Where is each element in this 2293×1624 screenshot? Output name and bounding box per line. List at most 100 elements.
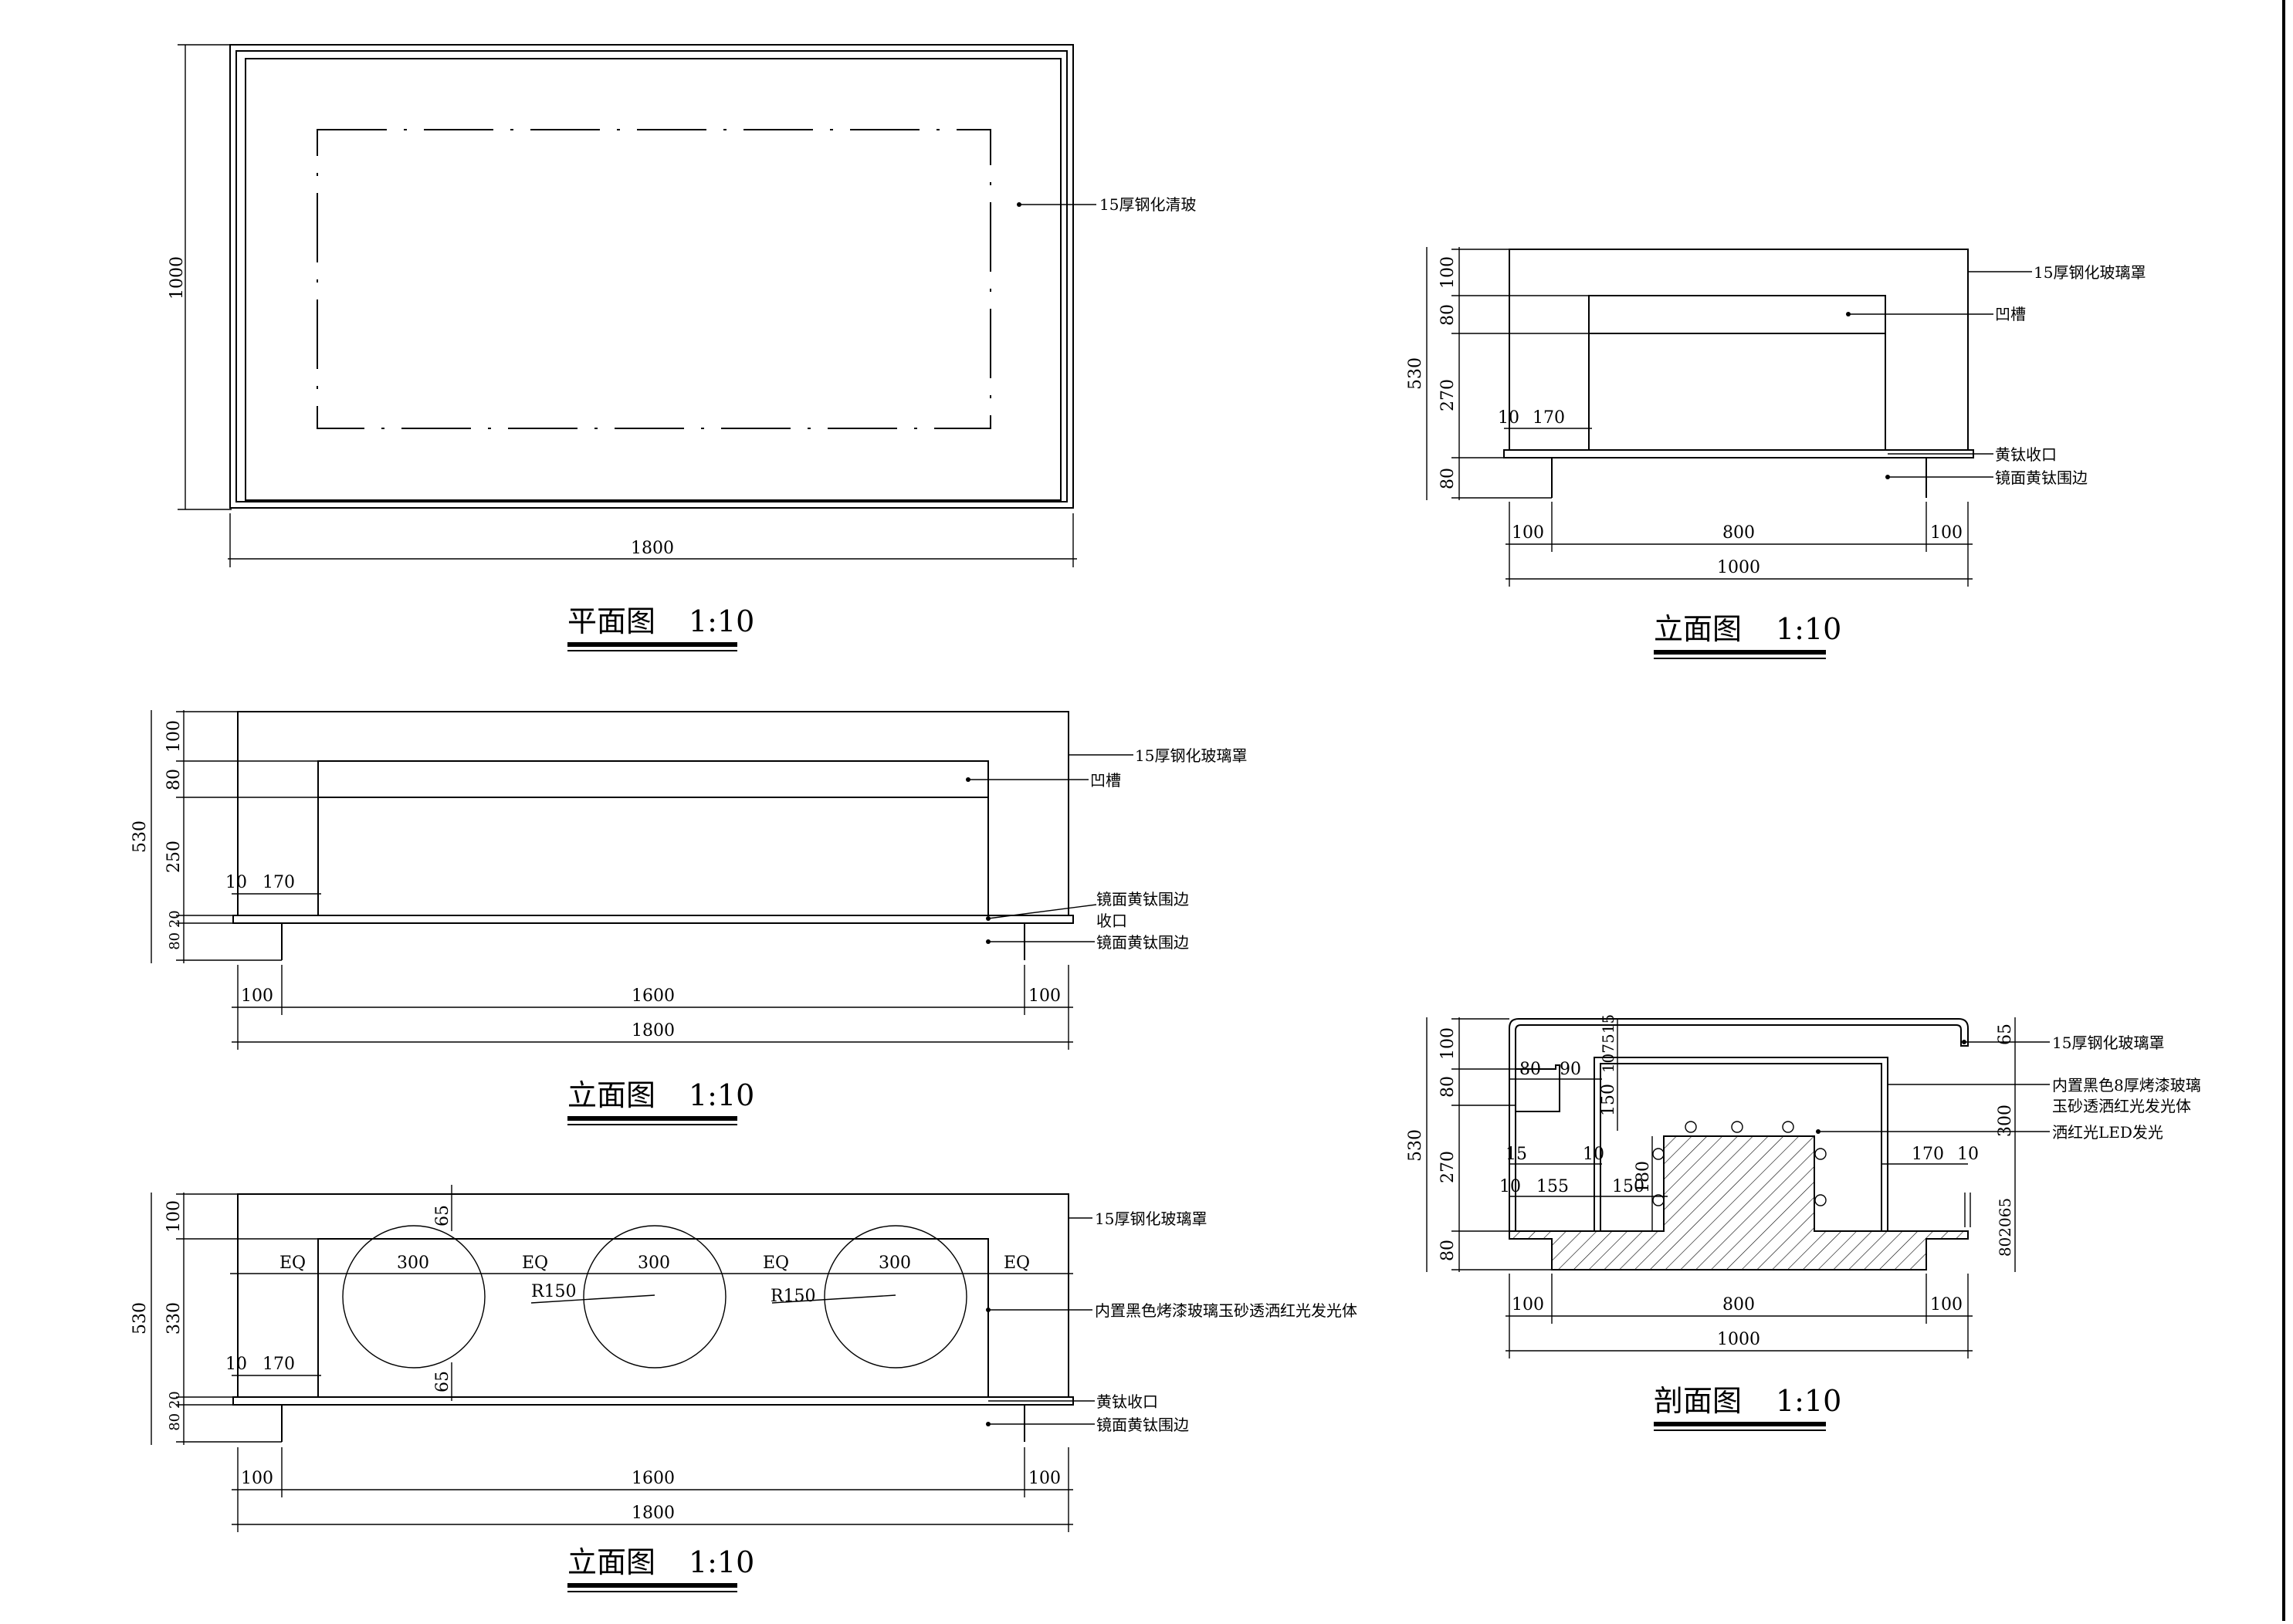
plan-dim-width: 1800 [631, 539, 674, 558]
es-label-trim: 黄钛收口 [1995, 445, 2057, 464]
es-scale: 1:10 [1776, 612, 1841, 646]
es-dim-80b: 80 [1438, 468, 1458, 489]
es-label-edge: 镜面黄钛围边 [1995, 469, 2088, 487]
sc-dim-10a: 10 [1583, 1145, 1604, 1164]
sc-dim-100r: 100 [1930, 1295, 1963, 1314]
es-dim-100r: 100 [1930, 523, 1963, 543]
es-dim-10: 10 [1498, 408, 1519, 428]
sc-dim-10c: 10 [1957, 1145, 1979, 1164]
led-marker [1652, 1194, 1665, 1206]
ec-title: 立面图 [567, 1545, 655, 1579]
ec-circle-1 [342, 1225, 486, 1369]
es-dim-total: 530 [1406, 357, 1425, 390]
sc-dim-802065: 802065 [1996, 1198, 2014, 1257]
ec-scale: 1:10 [689, 1545, 754, 1579]
ec-dim-100r: 100 [1028, 1469, 1061, 1488]
plan-label-glass: 15厚钢化清玻 [1099, 195, 1196, 214]
ec-inner-recess [317, 1238, 989, 1397]
es-dim-100: 100 [1438, 256, 1458, 289]
ec-dim-300-3: 300 [879, 1254, 911, 1273]
es-dim-80a: 80 [1438, 304, 1458, 326]
es-dim-170: 170 [1533, 408, 1565, 428]
es-label-glass: 15厚钢化玻璃罩 [2034, 263, 2146, 282]
sc-dim-150: 150 [1612, 1177, 1644, 1196]
el-label-groove: 凹槽 [1090, 771, 1121, 790]
elevation-large-view: 100 80 250 80 20 530 10 170 100 1600 100… [130, 710, 1247, 1125]
sc-dim-270: 270 [1438, 1151, 1458, 1183]
ec-dim-eq-3: EQ [763, 1254, 789, 1273]
el-label-edge1: 镜面黄钛围边 [1096, 890, 1189, 908]
el-label-edge2: 镜面黄钛围边 [1096, 933, 1189, 952]
sc-dim-100l: 100 [1512, 1295, 1544, 1314]
plan-view: 15厚钢化清玻 1000 1800 平面图 1:10 [168, 44, 1196, 651]
ec-dim-10: 10 [225, 1355, 247, 1374]
el-dim-100l: 100 [241, 986, 273, 1006]
es-dim-800: 800 [1722, 523, 1755, 543]
sc-label-glass: 15厚钢化玻璃罩 [2052, 1034, 2164, 1052]
sc-dim-80: 80 [1438, 1076, 1458, 1098]
led-marker [1731, 1121, 1743, 1133]
el-dim-8020: 80 20 [167, 910, 183, 950]
led-marker [1814, 1148, 1827, 1160]
sc-dim-total: 530 [1406, 1129, 1425, 1162]
el-dim-total: 530 [130, 820, 150, 853]
ec-radius-line-2 [530, 1294, 655, 1304]
sc-dim-155: 155 [1536, 1177, 1569, 1196]
el-dim-170: 170 [262, 873, 295, 892]
sc-dim-15: 15 [1506, 1145, 1527, 1164]
sc-title: 剖面图 [1654, 1384, 1742, 1418]
ec-dim-100l: 100 [241, 1469, 273, 1488]
el-scale: 1:10 [689, 1078, 754, 1112]
el-dim-10: 10 [225, 873, 247, 892]
sc-left-notch [1516, 1064, 1560, 1112]
ec-dim-65-top: 65 [433, 1205, 452, 1226]
ec-dim-100: 100 [164, 1200, 184, 1233]
ec-dim-300-1: 300 [397, 1254, 429, 1273]
el-title: 立面图 [567, 1078, 655, 1112]
es-dim-270: 270 [1438, 379, 1458, 411]
ec-label-inner: 内置黑色烤漆玻璃玉砂透洒红光发光体 [1095, 1301, 1357, 1320]
sc-label-inner1: 内置黑色8厚烤漆玻璃 [2052, 1076, 2201, 1095]
plan-dim-height: 1000 [168, 256, 187, 299]
el-inner-recess [317, 760, 989, 915]
ec-circle-3 [824, 1225, 967, 1369]
sc-hatched-base [1509, 1135, 1969, 1270]
led-marker [1814, 1194, 1827, 1206]
ec-radius-line-3 [771, 1294, 896, 1304]
ec-dim-eq-1: EQ [279, 1254, 306, 1273]
led-marker [1685, 1121, 1697, 1133]
el-label-edge1b: 收口 [1096, 912, 1127, 930]
ec-dim-r150-a: R150 [531, 1282, 577, 1301]
ec-label-glass: 15厚钢化玻璃罩 [1095, 1210, 1207, 1228]
leader-dot [1017, 202, 1021, 207]
sc-dim-80b: 80 [1438, 1240, 1458, 1261]
ec-label-edge: 镜面黄钛围边 [1096, 1416, 1189, 1434]
es-dim-100l: 100 [1512, 523, 1544, 543]
plan-outer-rect [229, 44, 1074, 509]
sc-dim-150v: 150 [1599, 1084, 1618, 1116]
ec-trim-plate [232, 1396, 1074, 1406]
el-label-glass: 15厚钢化玻璃罩 [1135, 746, 1247, 765]
sc-led-markers [1652, 1121, 1827, 1206]
plan-scale: 1:10 [689, 604, 754, 638]
ec-dim-eq-2: EQ [522, 1254, 548, 1273]
led-marker [1652, 1148, 1665, 1160]
sc-dim-10b: 10 [1499, 1177, 1521, 1196]
el-dim-250: 250 [164, 841, 184, 873]
ec-dim-65-bot: 65 [433, 1371, 452, 1392]
sc-dim-100: 100 [1438, 1027, 1458, 1060]
sc-label-led: 洒红光LED发光 [2052, 1123, 2163, 1142]
elevation-circles-view: R150 R150 EQ 300 EQ 300 EQ 300 EQ 65 65 … [130, 1185, 1357, 1592]
sc-dim-170: 170 [1912, 1145, 1944, 1164]
sc-dim-80h: 80 [1519, 1060, 1541, 1079]
es-title: 立面图 [1654, 612, 1742, 646]
ec-dim-1800: 1800 [632, 1504, 675, 1523]
ec-dim-r150-b: R150 [771, 1287, 816, 1306]
el-dim-100: 100 [164, 720, 184, 753]
section-view: 100 80 270 80 530 80 90 107515 150 180 1… [1406, 1014, 2201, 1431]
el-trim-plate [232, 915, 1074, 924]
sc-inner-box-2 [1600, 1063, 1882, 1231]
plan-mid-rect [235, 50, 1068, 502]
el-glass-box [237, 711, 1069, 916]
